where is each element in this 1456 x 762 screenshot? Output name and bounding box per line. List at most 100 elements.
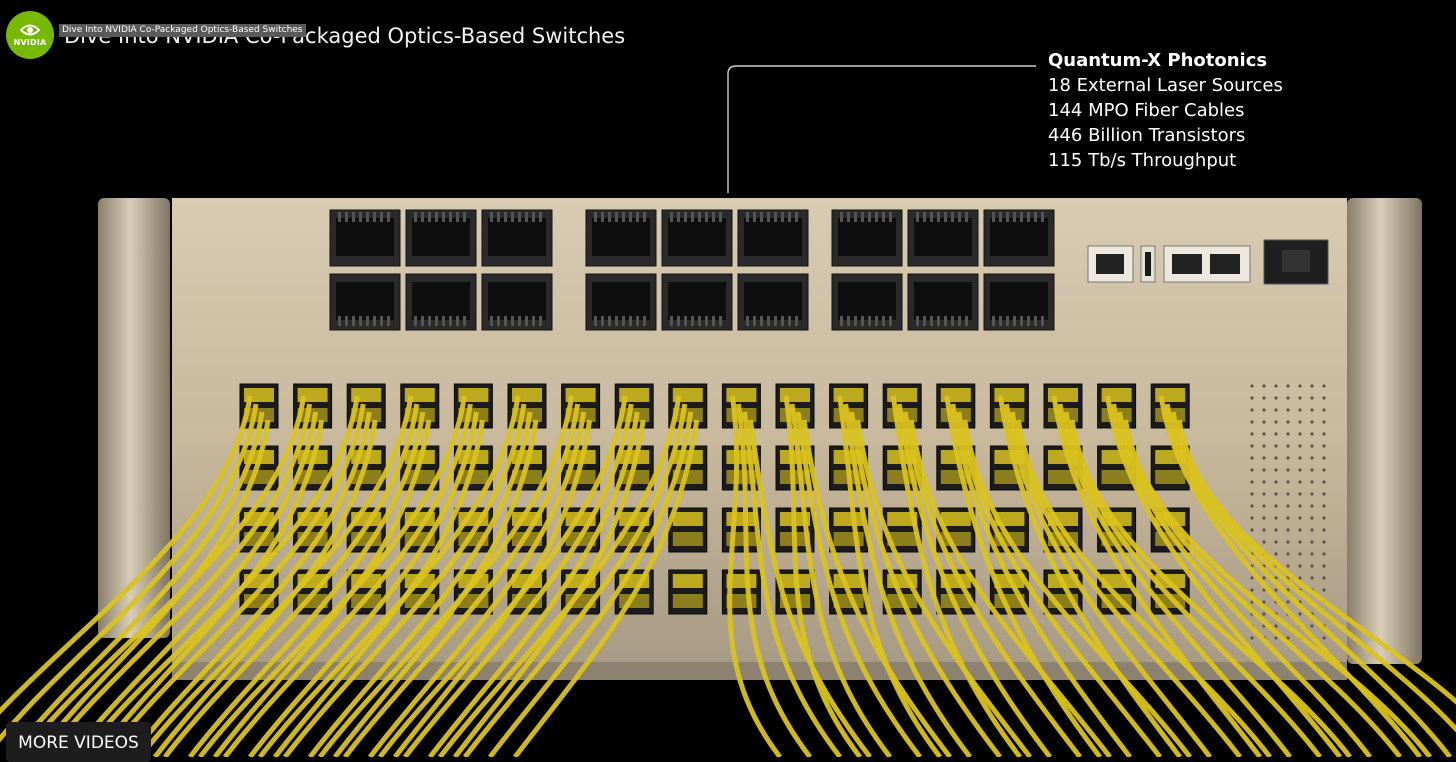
fiber-cable — [735, 403, 812, 757]
callout-heading: Quantum-X Photonics — [1048, 50, 1268, 71]
vent-hole — [1262, 612, 1266, 616]
fiber-cable — [727, 395, 782, 757]
vent-hole — [1286, 564, 1290, 568]
transceiver-cage — [585, 209, 657, 267]
fiber-cable — [18, 395, 307, 757]
top-port-cages — [329, 209, 1055, 331]
fiber-cable — [783, 395, 862, 757]
vent-hole — [1310, 528, 1314, 532]
nvidia-eye-icon — [20, 24, 40, 36]
fiber-cable — [1164, 403, 1452, 757]
fiber-cable — [849, 411, 1002, 757]
fiber-cable — [956, 411, 1162, 757]
fiber-cable — [896, 403, 1052, 757]
vent-hole — [1286, 444, 1290, 448]
vent-hole — [1262, 516, 1266, 520]
fiber-cable — [8, 411, 265, 757]
vent-hole — [1286, 384, 1290, 388]
fiber-cable — [378, 395, 628, 757]
transceiver-cage — [481, 273, 553, 331]
callout-leader-line — [727, 65, 1036, 193]
vent-hole — [1274, 420, 1278, 424]
transceiver-cage — [983, 209, 1055, 267]
transceiver-cage — [983, 273, 1055, 331]
vent-hole — [1322, 396, 1326, 400]
vent-hole — [1274, 480, 1278, 484]
fiber-cable — [944, 395, 1102, 757]
channel-brand-label: NVIDIA — [13, 38, 47, 47]
vent-hole — [1274, 588, 1278, 592]
vent-hole — [1274, 528, 1278, 532]
fiber-cable — [513, 419, 700, 757]
vent-hole — [1298, 384, 1302, 388]
callout-line: 115 Tb/s Throughput — [1048, 150, 1237, 171]
vent-hole — [1262, 408, 1266, 412]
vent-hole — [1262, 600, 1266, 604]
vent-hole — [1322, 432, 1326, 436]
vent-hole — [1274, 384, 1278, 388]
fiber-cable — [463, 403, 688, 757]
fiber-cable — [43, 403, 313, 757]
fiber-cable — [258, 395, 521, 757]
vent-hole — [1250, 480, 1254, 484]
vent-hole — [1310, 396, 1314, 400]
vent-hole — [1262, 420, 1266, 424]
fiber-cable — [68, 411, 319, 757]
vent-hole — [1310, 516, 1314, 520]
transceiver-cage — [661, 209, 733, 267]
fiber-cable — [403, 403, 634, 757]
mpo-port — [1043, 383, 1083, 429]
fiber-cable — [1069, 419, 1352, 757]
vent-hole — [1322, 456, 1326, 460]
mpo-port — [775, 383, 815, 429]
fiber-cable — [488, 411, 694, 757]
fiber-cable — [801, 419, 952, 757]
vent-hole — [1310, 552, 1314, 556]
transceiver-cage — [481, 209, 553, 267]
fiber-cable — [890, 395, 1022, 757]
vent-hole — [1286, 432, 1290, 436]
fiber-cable — [1015, 419, 1272, 757]
vent-hole — [1274, 444, 1278, 448]
vent-hole — [1310, 492, 1314, 496]
fiber-cable — [843, 403, 972, 757]
channel-avatar[interactable]: NVIDIA — [6, 11, 54, 59]
transceiver-cage — [907, 273, 979, 331]
vent-hole — [1298, 480, 1302, 484]
vent-hole — [1274, 624, 1278, 628]
fiber-cable — [795, 411, 922, 757]
vent-hole — [1298, 432, 1302, 436]
fiber-cable — [902, 411, 1082, 757]
vent-hole — [1310, 444, 1314, 448]
transceiver-cage — [405, 273, 477, 331]
vent-hole — [1274, 468, 1278, 472]
fiber-cable — [78, 395, 360, 757]
fiber-cable — [837, 395, 942, 757]
fiber-cable — [1063, 411, 1322, 757]
fiber-cable — [428, 411, 640, 757]
vent-hole — [1250, 588, 1254, 592]
fiber-cable — [1170, 411, 1456, 733]
more-videos-button[interactable]: MORE VIDEOS — [6, 722, 151, 762]
vent-hole — [1262, 480, 1266, 484]
transceiver-cage — [329, 273, 401, 331]
vent-hole — [1322, 420, 1326, 424]
fiber-cable — [997, 395, 1182, 757]
fiber-cable — [855, 419, 1032, 757]
spec-callout: Quantum-X Photonics 18 External Laser So… — [1048, 48, 1283, 173]
vent-hole — [1274, 516, 1278, 520]
vent-hole — [1274, 396, 1278, 400]
vent-hole — [1274, 636, 1278, 640]
vent-hole — [1286, 636, 1290, 640]
vent-hole — [1286, 552, 1290, 556]
vent-hole — [1322, 528, 1326, 532]
fiber-cable — [308, 411, 533, 757]
vent-hole — [1250, 420, 1254, 424]
vent-hole — [1250, 396, 1254, 400]
vent-hole — [1262, 396, 1266, 400]
vent-hole — [1274, 432, 1278, 436]
management-ports — [1087, 239, 1329, 285]
vent-hole — [1310, 504, 1314, 508]
vent-hole — [1250, 492, 1254, 496]
